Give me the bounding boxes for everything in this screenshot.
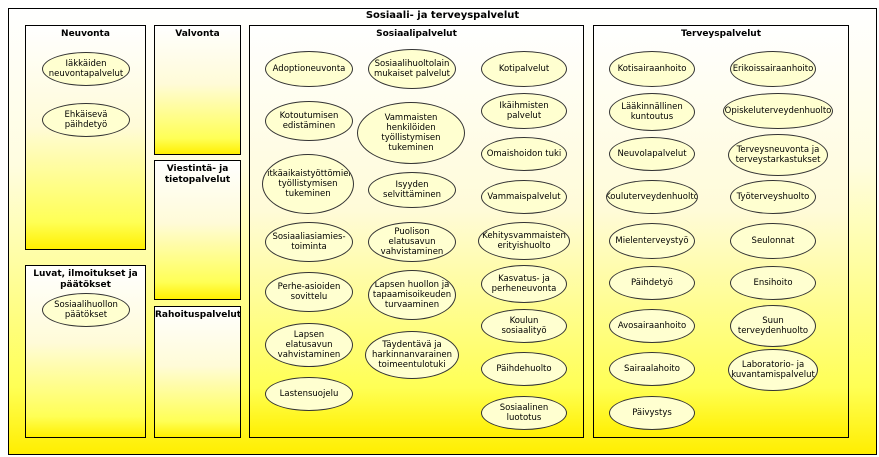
valvonta-box: Valvonta [154,25,241,155]
service-item: Pitkäaikaistyöttömien työllistymisen tuk… [262,154,354,214]
viestinta-title: Viestintä- ja tietopalvelut [164,164,231,185]
rahoitus-box: Rahoituspalvelut [154,306,241,438]
service-item: Lapsen elatusavun vahvistaminen [265,323,353,367]
sosiaalipalvelut-title: Sosiaalipalvelut [376,29,457,39]
service-item: Päihdetyö [609,266,695,300]
service-item: Täydentävä ja harkinnanvarainen toimeent… [365,331,459,379]
service-item: Seulonnat [730,223,816,259]
service-item: Kotoutumisen edistäminen [265,101,353,141]
service-item: Päihdehuolto [481,352,567,386]
valvonta-title: Valvonta [175,29,220,39]
service-item: Kotisairaanhoito [609,51,695,87]
service-item: Sosiaalihuoltolain mukaiset palvelut [368,49,456,89]
service-item: Sosiaaliasiamies-toiminta [265,222,353,262]
service-item: Sairaalahoito [609,352,695,386]
service-item: Perhe-asioiden sovittelu [265,272,353,312]
service-item: Päivystys [609,396,695,430]
neuvonta-title: Neuvonta [61,29,110,39]
terveyspalvelut-title: Terveyspalvelut [680,29,762,39]
service-item: Puolison elatusavun vahvistaminen [368,222,456,262]
service-item: Terveysneuvonta ja terveystarkastukset [728,134,828,176]
service-item: Kehitysvammaisten erityishuolto [478,222,570,260]
service-item: Lastensuojelu [265,377,353,411]
service-item: Sosiaalihuollon päätökset [42,293,130,327]
service-item: Kasvatus- ja perheneuvonta [481,265,567,303]
service-item: Opiskeluterveydenhuolto [723,93,833,129]
service-item: Sosiaalinen luototus [481,396,567,430]
service-item: Ikäihmisten palvelut [481,93,567,129]
service-item: Kouluterveydenhuolto [606,180,698,214]
service-item: Adoptioneuvonta [265,51,353,87]
service-item: Lapsen huollon ja tapaamisoikeuden turva… [368,270,456,320]
service-item: Neuvolapalvelut [609,137,695,171]
service-item: Ensihoito [730,266,816,300]
luvat-title: Luvat, ilmoitukset ja päätökset [33,269,138,290]
viestinta-box: Viestintä- ja tietopalvelut [154,160,241,300]
service-item: Työterveyshuolto [730,180,816,214]
service-item: Koulun sosiaalityö [481,309,567,343]
service-item: Omaishoidon tuki [481,137,567,171]
service-item: Laboratorio- ja kuvantamispalvelut [728,349,818,391]
service-item: Vammaispalvelut [481,180,567,214]
rahoitus-title: Rahoituspalvelut [155,310,242,320]
service-item: Isyyden selvittäminen [368,172,456,208]
service-item: Vammaisten henkilöiden työllistymisen tu… [357,102,465,164]
service-item: Suun terveydenhuolto [730,305,816,347]
service-item: Erikoissairaanhoito [730,51,816,87]
diagram-title: Sosiaali- ja terveyspalvelut [365,10,520,21]
service-item: Mielenterveystyö [609,223,695,259]
service-item: Iäkkäiden neuvontapalvelut [42,52,130,86]
service-item: Ehkäisevä päihdetyö [42,103,130,137]
service-item: Kotipalvelut [481,51,567,87]
service-item: Lääkinnällinen kuntoutus [609,93,695,131]
service-item: Avosairaanhoito [609,309,695,343]
luvat-box: Luvat, ilmoitukset ja päätökset [25,265,146,438]
